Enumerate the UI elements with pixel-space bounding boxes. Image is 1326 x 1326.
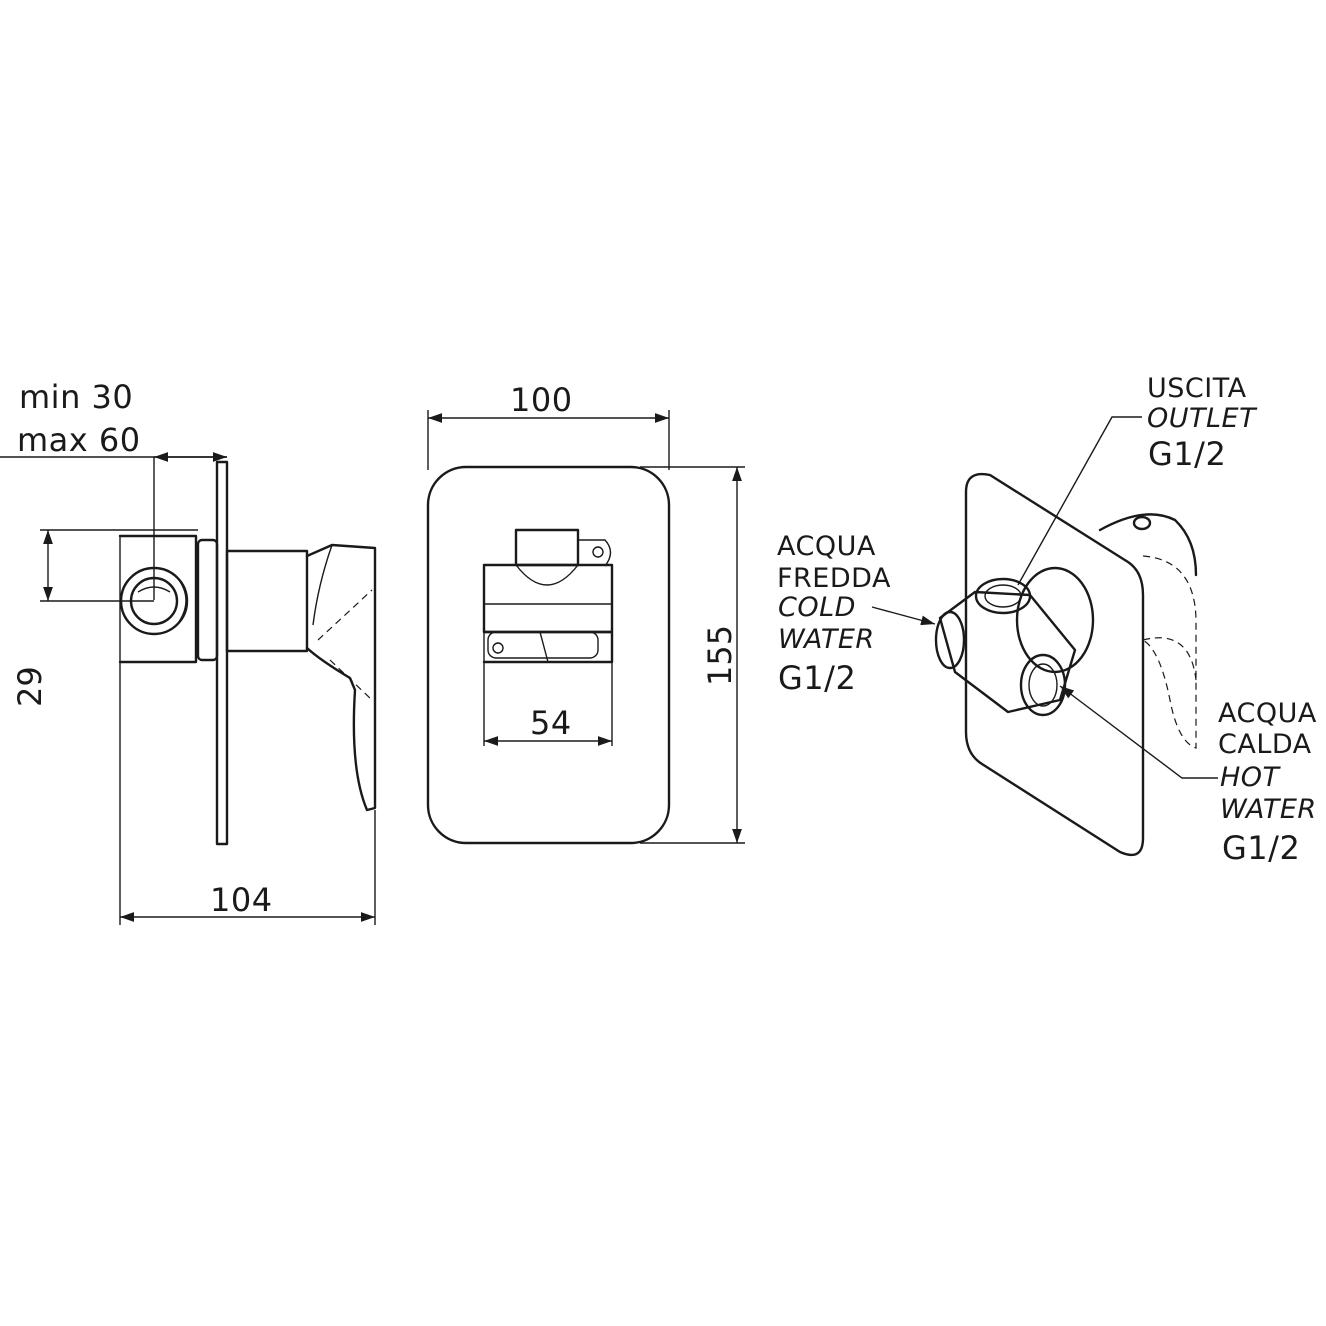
- length-104-label: 104: [210, 881, 273, 919]
- persp-rear-boss: [1098, 513, 1198, 577]
- persp-cover-plate: [964, 472, 1145, 857]
- outlet-label-en: OUTLET: [1147, 403, 1257, 434]
- hot-label-it-2: CALDA: [1218, 729, 1312, 760]
- outlet-label-it: USCITA: [1147, 373, 1247, 404]
- persp-hot-inlet: [1019, 653, 1067, 717]
- height-29-label: 29: [11, 666, 49, 707]
- front-outlet-port: [514, 528, 580, 567]
- front-view: [426, 410, 745, 845]
- persp-valve-body: [938, 590, 1077, 714]
- hot-thread: G1/2: [1222, 829, 1301, 867]
- side-spindle: [225, 549, 309, 653]
- front-valve-body: [482, 563, 614, 634]
- persp-outlet-port: [974, 577, 1032, 615]
- outlet-leader: [1017, 416, 1142, 586]
- cold-label-it-1: ACQUA: [777, 531, 876, 562]
- hot-label-en-2: WATER: [1220, 794, 1317, 825]
- side-valve-body: [118, 534, 198, 664]
- cold-leader: [871, 606, 936, 626]
- side-cover-plate: [215, 460, 229, 846]
- persp-flange: [1015, 566, 1095, 674]
- cold-label-it-2: FREDDA: [777, 563, 891, 594]
- outlet-thread: G1/2: [1148, 435, 1227, 473]
- hot-label-en-1: HOT: [1220, 762, 1280, 793]
- front-cover-plate: [426, 465, 671, 845]
- side-view: [0, 452, 377, 925]
- hot-leader: [1059, 685, 1218, 779]
- perspective-view: [871, 416, 1218, 857]
- cold-label-en-1: COLD: [778, 592, 856, 623]
- cold-thread: G1/2: [778, 659, 857, 697]
- side-lever-handle: [305, 543, 377, 812]
- cold-label-en-2: WATER: [778, 624, 875, 655]
- width-54-label: 54: [530, 704, 572, 742]
- persp-cold-inlet: [934, 610, 966, 670]
- height-155-label: 155: [701, 624, 739, 686]
- hot-label-it-1: ACQUA: [1218, 698, 1317, 729]
- depth-min-label: min 30: [19, 378, 134, 416]
- depth-max-label: max 60: [17, 421, 141, 459]
- width-100-label: 100: [510, 381, 573, 419]
- side-flange: [196, 538, 219, 662]
